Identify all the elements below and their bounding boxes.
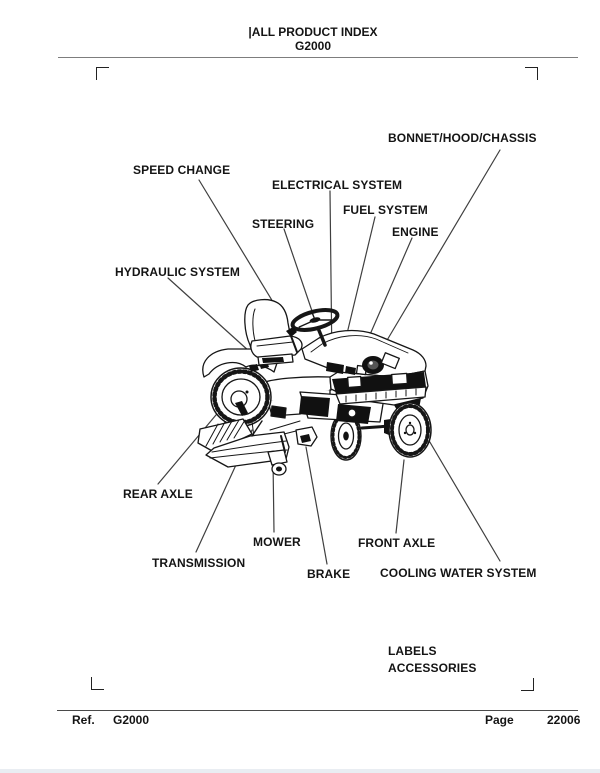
footer-ref-label: Ref.: [72, 713, 95, 727]
label-fuel-system: FUEL SYSTEM: [343, 203, 428, 217]
label-bonnet-hood-chassis: BONNET/HOOD/CHASSIS: [388, 131, 537, 145]
leader-line-front-axle: [395, 459, 405, 534]
leader-line-hydraulic: [167, 277, 251, 353]
leader-line-brake: [305, 446, 328, 565]
header-model: G2000: [294, 39, 332, 53]
label-accessories: ACCESSORIES: [388, 661, 477, 675]
crop-mark-top-right: [525, 67, 538, 80]
label-steering: STEERING: [252, 217, 315, 231]
crop-mark-top-left: [96, 67, 109, 80]
footer-ref-value: G2000: [113, 713, 150, 727]
label-labels: LABELS: [388, 644, 437, 658]
footer-page-value: 22006: [547, 713, 581, 727]
label-engine: ENGINE: [392, 225, 439, 239]
leader-line-rear-axle: [157, 408, 222, 485]
bottom-edge-strip: [0, 769, 600, 773]
header-title: |ALL PRODUCT INDEX: [248, 25, 378, 39]
tractor-illustration: [197, 298, 432, 476]
footer-rule: [57, 710, 578, 712]
header-rule: [58, 57, 578, 59]
label-cooling-water-system: COOLING WATER SYSTEM: [380, 566, 537, 580]
label-front-axle: FRONT AXLE: [358, 536, 436, 550]
label-brake: BRAKE: [307, 567, 351, 581]
label-rear-axle: REAR AXLE: [123, 487, 193, 501]
label-hydraulic-system: HYDRAULIC SYSTEM: [115, 265, 240, 279]
leader-line-steering: [283, 228, 313, 312]
label-electrical-system: ELECTRICAL SYSTEM: [272, 178, 403, 192]
label-transmission: TRANSMISSION: [152, 556, 246, 570]
page-header: |ALL PRODUCT INDEX G2000: [26, 25, 600, 53]
crop-mark-bottom-left: [91, 677, 104, 690]
label-mower: MOWER: [253, 535, 301, 549]
crop-mark-bottom-right: [521, 678, 534, 691]
label-speed-change: SPEED CHANGE: [133, 163, 231, 177]
footer-page-label: Page: [485, 713, 514, 727]
leader-line-bonnet: [382, 149, 501, 348]
